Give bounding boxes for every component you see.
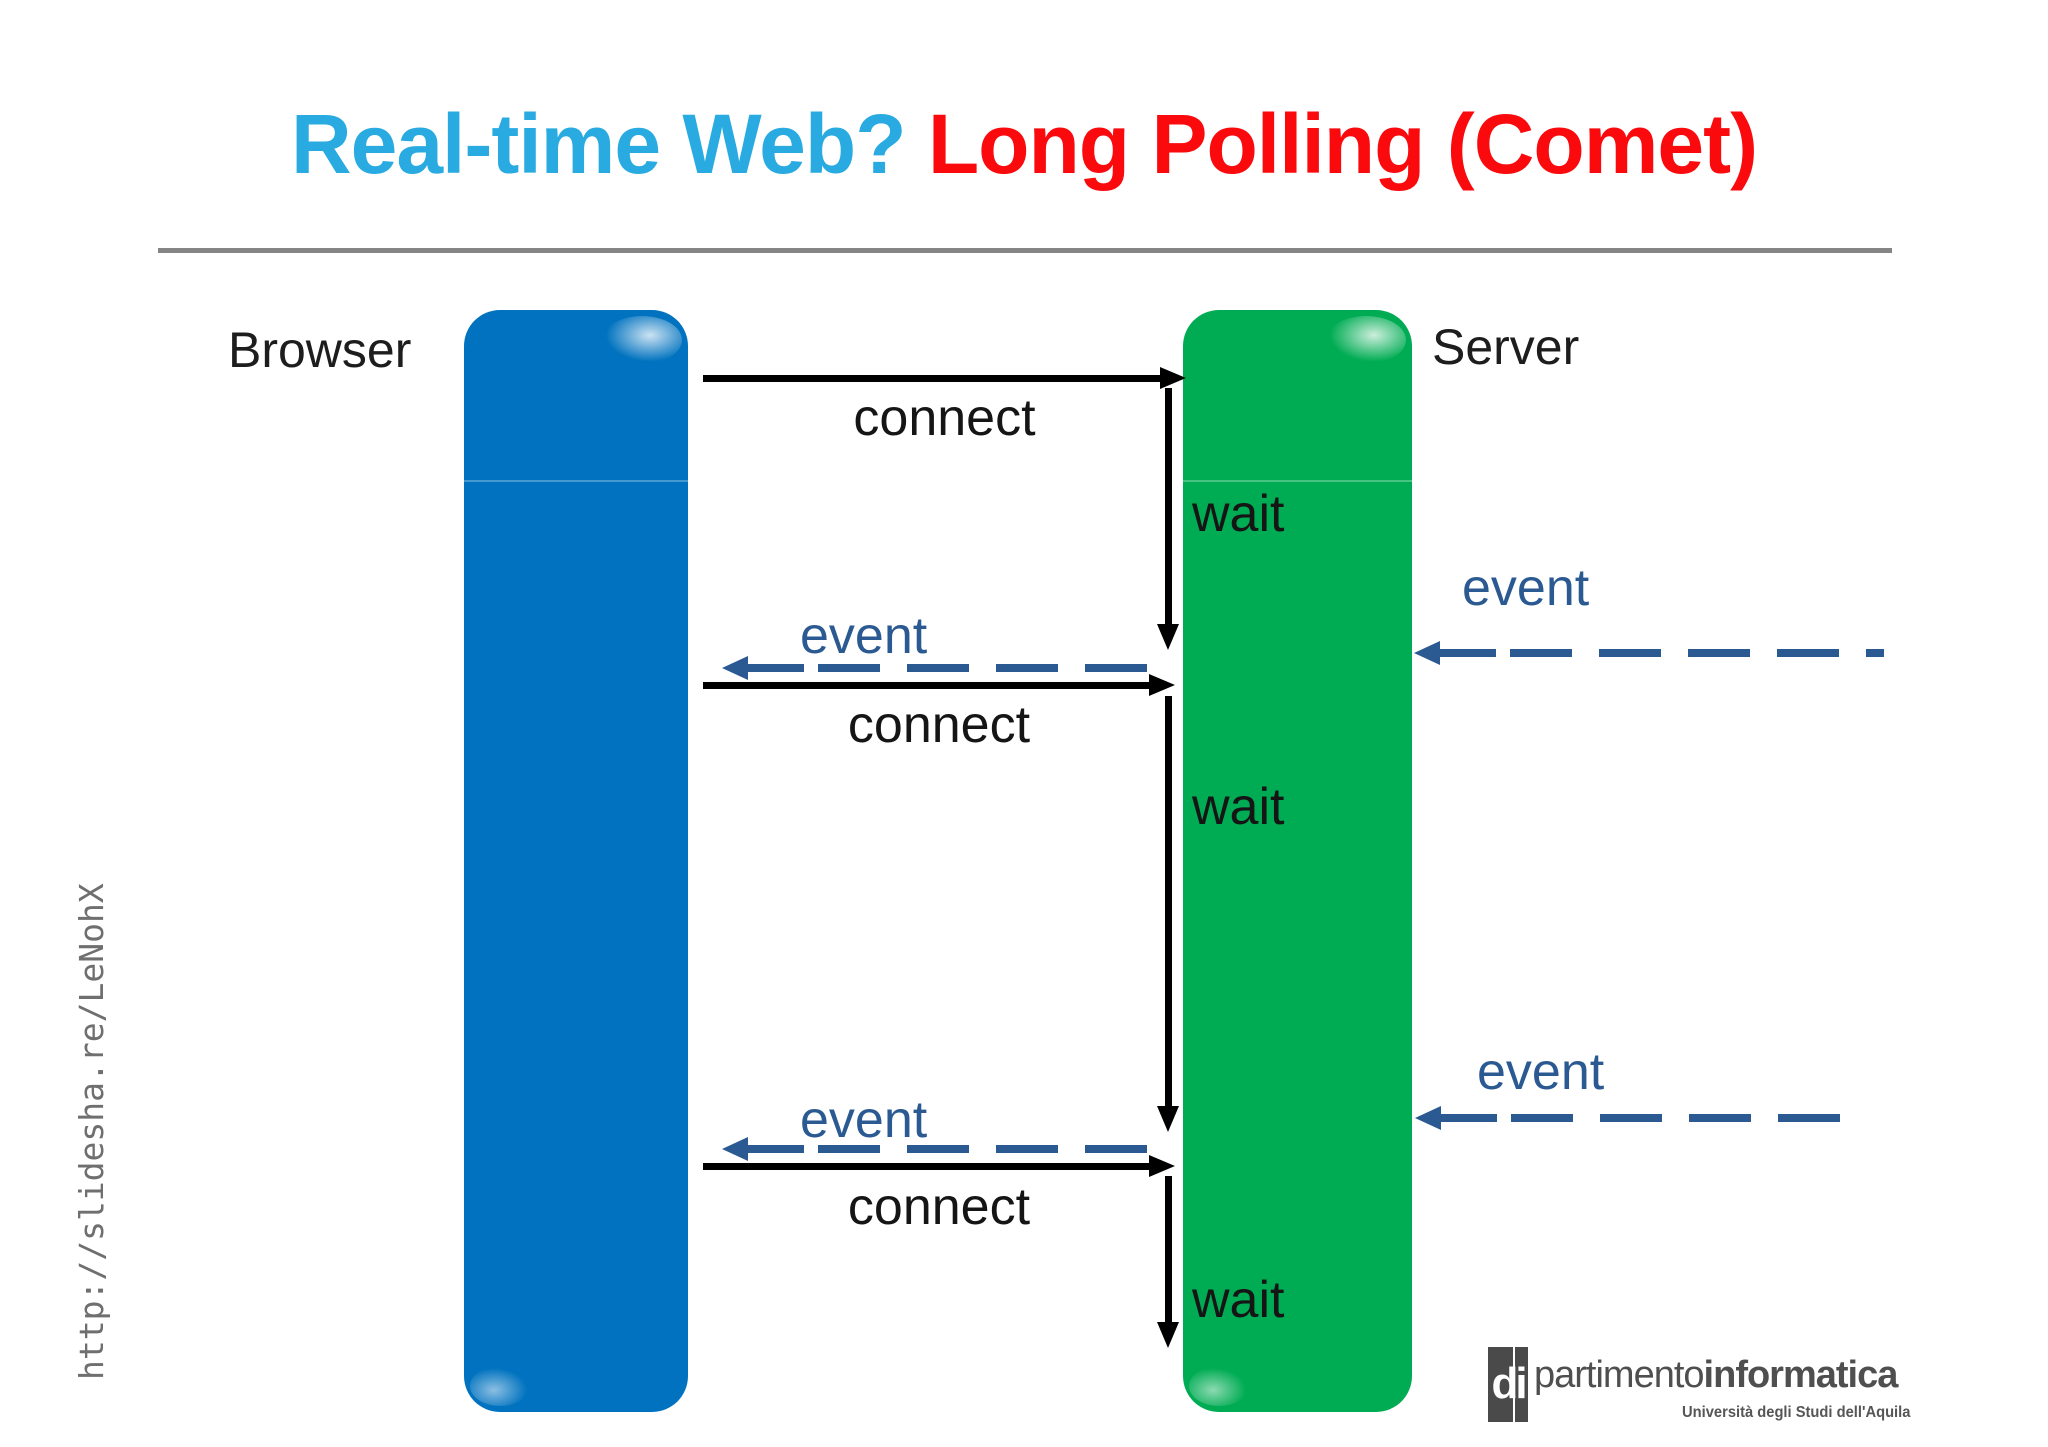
connect-arrow-2	[703, 674, 1175, 697]
browser-lifeline-bar	[464, 310, 688, 1412]
arrow-head-right-icon	[1149, 674, 1175, 696]
browser-label: Browser	[228, 322, 412, 378]
title-blue-part: Real-time Web?	[290, 97, 928, 191]
logo-name-regular: partimento	[1534, 1354, 1705, 1396]
page-title: Real-time Web? Long Polling (Comet)	[0, 98, 2048, 190]
logo-di-mark: di	[1488, 1347, 1528, 1422]
wait-arrow-2	[1157, 696, 1180, 1132]
arrow-shaft	[1438, 649, 1496, 657]
arrow-head-down-icon	[1157, 624, 1179, 650]
event-arrow-to-browser-2	[722, 1137, 1160, 1161]
event-arrow-to-server-2	[1415, 1106, 1865, 1130]
bar-shine-top-right	[1326, 316, 1406, 364]
connect-label-1: connect	[853, 389, 1036, 447]
arrow-dashes	[818, 664, 1165, 672]
arrow-shaft	[1165, 388, 1172, 628]
wait-arrow-1	[1157, 388, 1180, 650]
event-label-to-server-1: event	[1462, 559, 1590, 617]
arrow-shaft	[703, 375, 1164, 382]
arrow-dashes	[818, 1145, 1160, 1153]
logo-name: partimentoinformatica	[1534, 1354, 1899, 1397]
bar-shine-bottom-left	[470, 1366, 530, 1406]
arrow-head-left-icon	[1414, 641, 1440, 665]
event-label-to-browser-2: event	[800, 1091, 928, 1149]
event-label-to-browser-1: event	[800, 607, 928, 665]
wait-label-2: wait	[1192, 778, 1285, 836]
title-red-part: Long Polling (Comet)	[927, 97, 1758, 191]
arrow-shaft	[703, 1163, 1153, 1170]
arrow-dashes	[1511, 1114, 1865, 1122]
event-label-to-server-2: event	[1477, 1043, 1605, 1101]
server-lifeline-bar	[1183, 310, 1412, 1412]
arrow-head-left-icon	[722, 656, 748, 680]
bar-gloss-seam	[1183, 480, 1412, 482]
arrow-head-down-icon	[1157, 1322, 1179, 1348]
arrow-head-right-icon	[1149, 1155, 1175, 1177]
title-divider-line	[158, 248, 1892, 253]
event-arrow-to-browser-1	[722, 656, 1165, 680]
arrow-head-left-icon	[722, 1137, 748, 1161]
logo-subtitle: Università degli Studi dell'Aquila	[1682, 1404, 1911, 1421]
arrow-shaft	[746, 1145, 804, 1153]
arrow-shaft	[1439, 1114, 1497, 1122]
arrow-shaft	[746, 664, 804, 672]
bar-shine-bottom-left	[1189, 1366, 1249, 1406]
watermark-url: http://slidesha.re/LeNohX	[72, 883, 111, 1380]
arrow-shaft	[1165, 1176, 1172, 1326]
connect-arrow-3	[703, 1155, 1175, 1178]
arrow-shaft	[703, 682, 1153, 689]
wait-arrow-3	[1157, 1176, 1180, 1348]
bar-shine-top-right	[602, 316, 682, 364]
arrow-head-left-icon	[1415, 1106, 1441, 1130]
wait-label-1: wait	[1192, 485, 1285, 543]
bar-gloss-seam	[464, 480, 688, 482]
connect-label-3: connect	[847, 1178, 1031, 1236]
wait-label-3: wait	[1192, 1271, 1285, 1329]
arrow-head-down-icon	[1157, 1106, 1179, 1132]
arrow-head-right-icon	[1160, 367, 1186, 389]
logo-name-bold: informatica	[1703, 1354, 1899, 1396]
arrow-dashes	[1510, 649, 1884, 657]
event-arrow-to-server-1	[1414, 641, 1884, 665]
connect-label-2: connect	[847, 696, 1031, 754]
arrow-shaft	[1165, 696, 1172, 1110]
connect-arrow-1	[703, 367, 1186, 390]
server-label: Server	[1432, 319, 1580, 375]
